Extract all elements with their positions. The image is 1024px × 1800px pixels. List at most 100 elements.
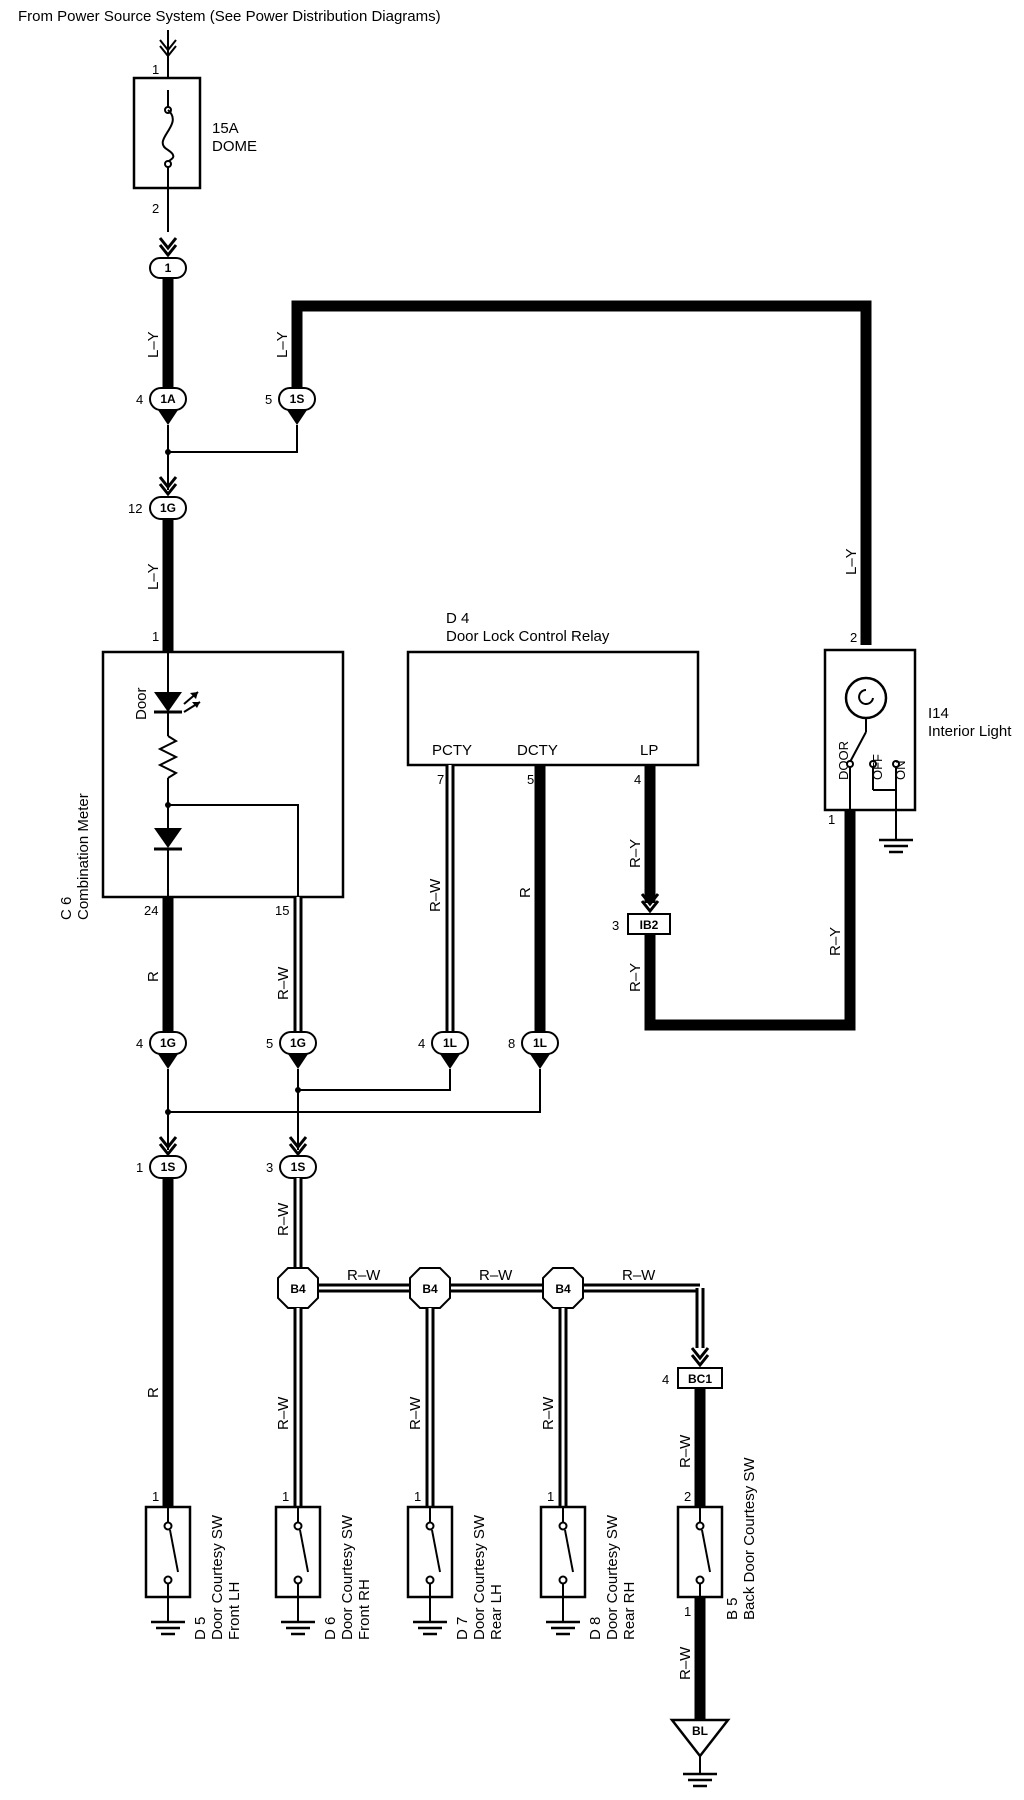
- switch-d6: 1 D 6 Door Courtesy SW Front RH: [274, 1489, 373, 1640]
- svg-text:5: 5: [527, 772, 534, 787]
- svg-text:Door Courtesy SW: Door Courtesy SW: [209, 1514, 226, 1640]
- ground-point-bl: BL: [669, 1718, 731, 1788]
- connector-bc1: BC1 4: [662, 1367, 723, 1389]
- svg-text:1G: 1G: [160, 1036, 176, 1050]
- interior-light: 2 1 I14 Interior Light DOOR OFF ON: [823, 630, 1012, 827]
- svg-text:IB2: IB2: [640, 918, 659, 932]
- svg-text:DOOR: DOOR: [836, 741, 851, 780]
- connector-b4-2: B4: [409, 1267, 451, 1309]
- svg-text:1S: 1S: [161, 1160, 176, 1174]
- wire-label-rw-8: R–W: [407, 1396, 424, 1430]
- svg-text:1: 1: [828, 812, 835, 827]
- wire-label-rw-7: R–W: [275, 1396, 292, 1430]
- svg-text:2: 2: [850, 630, 857, 645]
- svg-text:Door Courtesy SW: Door Courtesy SW: [339, 1514, 356, 1640]
- wire-label-ry-2: R–Y: [627, 963, 644, 992]
- svg-text:5: 5: [265, 392, 272, 407]
- svg-text:D 8: D 8: [587, 1617, 604, 1640]
- wire-label-rw-1: R–W: [275, 966, 292, 1000]
- svg-text:3: 3: [612, 918, 619, 933]
- diode-icon: [154, 828, 182, 848]
- svg-text:5: 5: [266, 1036, 273, 1051]
- wire-label-rw-2: R–W: [427, 878, 444, 912]
- svg-text:1S: 1S: [291, 1160, 306, 1174]
- svg-text:DCTY: DCTY: [517, 742, 558, 759]
- resistor-icon: [157, 735, 179, 779]
- svg-text:4: 4: [662, 1372, 669, 1387]
- svg-text:Front RH: Front RH: [356, 1579, 373, 1640]
- wire-label-ly-1: L–Y: [145, 331, 162, 358]
- fuse-name: DOME: [212, 138, 257, 155]
- meter-code: C 6: [58, 897, 75, 920]
- wire-label-ly-2: L–Y: [274, 331, 291, 358]
- fuse-pin-top: 1: [152, 62, 159, 77]
- ground-icon-interior-light: [877, 828, 915, 854]
- wire-label-r-1: R: [145, 971, 162, 982]
- connector-1g-rw: 1G 5: [266, 1031, 317, 1069]
- svg-text:4: 4: [418, 1036, 425, 1051]
- wire-label-rw-10: R–W: [677, 1434, 694, 1468]
- wire-label-r-3: R: [145, 1387, 162, 1398]
- svg-text:1: 1: [282, 1489, 289, 1504]
- wire-label-ly-4: L–Y: [145, 563, 162, 590]
- wire-label-rw-3: R–W: [275, 1202, 292, 1236]
- fuse-pin-bottom: 2: [152, 201, 159, 216]
- svg-text:BL: BL: [692, 1724, 708, 1738]
- connector-1a: 1A 4: [136, 387, 187, 425]
- svg-text:Door Courtesy SW: Door Courtesy SW: [604, 1514, 621, 1640]
- svg-text:7: 7: [437, 772, 444, 787]
- svg-text:Door Courtesy SW: Door Courtesy SW: [471, 1514, 488, 1640]
- svg-text:1G: 1G: [290, 1036, 306, 1050]
- svg-text:3: 3: [266, 1160, 273, 1175]
- switch-d7: 1 D 7 Door Courtesy SW Rear LH: [406, 1489, 505, 1640]
- connector-1s-rw: 1S 3: [266, 1155, 317, 1179]
- wire-label-rw-4: R–W: [347, 1267, 381, 1284]
- svg-text:15: 15: [275, 903, 289, 918]
- door-lock-control-relay: D 4 Door Lock Control Relay PCTY DCTY LP…: [406, 610, 700, 787]
- relay-code: D 4: [446, 610, 469, 627]
- svg-text:ON: ON: [893, 761, 908, 781]
- svg-text:D 7: D 7: [454, 1617, 471, 1640]
- svg-text:1A: 1A: [160, 392, 176, 406]
- svg-text:D 5: D 5: [192, 1617, 209, 1640]
- svg-text:BC1: BC1: [688, 1372, 712, 1386]
- svg-text:1: 1: [684, 1604, 691, 1619]
- svg-text:4: 4: [634, 772, 641, 787]
- svg-text:D 6: D 6: [322, 1617, 339, 1640]
- meter-name: Combination Meter: [75, 793, 92, 920]
- wire-label-rw-11: R–W: [677, 1646, 694, 1680]
- connector-b4-3: B4: [542, 1267, 584, 1309]
- svg-text:Back Door Courtesy SW: Back Door Courtesy SW: [741, 1457, 758, 1620]
- svg-text:1L: 1L: [533, 1036, 547, 1050]
- connector-1s-top: 1S 5: [265, 387, 316, 425]
- wire-label-rw-9: R–W: [540, 1396, 557, 1430]
- wire-label-rw-6: R–W: [622, 1267, 656, 1284]
- header-text: From Power Source System (See Power Dist…: [18, 8, 441, 25]
- connector-1: 1: [149, 236, 187, 279]
- connector-1g-top: 1G 12: [128, 496, 187, 520]
- bulb-icon: [844, 676, 888, 720]
- combination-meter: 1 24 15 C 6 Combination Meter Door: [58, 629, 345, 920]
- svg-text:2: 2: [684, 1489, 691, 1504]
- dome-fuse: 1 2 15A DOME: [132, 30, 257, 216]
- connector-ib2: IB2 3: [612, 913, 671, 935]
- svg-text:1: 1: [152, 1489, 159, 1504]
- svg-text:1: 1: [414, 1489, 421, 1504]
- svg-text:1: 1: [136, 1160, 143, 1175]
- wire-label-ry-1: R–Y: [627, 839, 644, 868]
- connector-1g-r: 1G 4: [136, 1031, 187, 1069]
- svg-text:1: 1: [547, 1489, 554, 1504]
- svg-text:1: 1: [152, 629, 159, 644]
- svg-text:1G: 1G: [160, 501, 176, 515]
- wire-label-rw-5: R–W: [479, 1267, 513, 1284]
- connector-1s-r: 1S 1: [136, 1155, 187, 1179]
- led-icon: [154, 692, 182, 712]
- svg-text:4: 4: [136, 392, 143, 407]
- svg-text:1: 1: [165, 261, 172, 275]
- switch-icon: [849, 731, 867, 763]
- meter-door-label: Door: [133, 687, 150, 720]
- wire-label-r-2: R: [517, 887, 534, 898]
- svg-text:Rear RH: Rear RH: [621, 1582, 638, 1640]
- svg-text:B 5: B 5: [724, 1597, 741, 1620]
